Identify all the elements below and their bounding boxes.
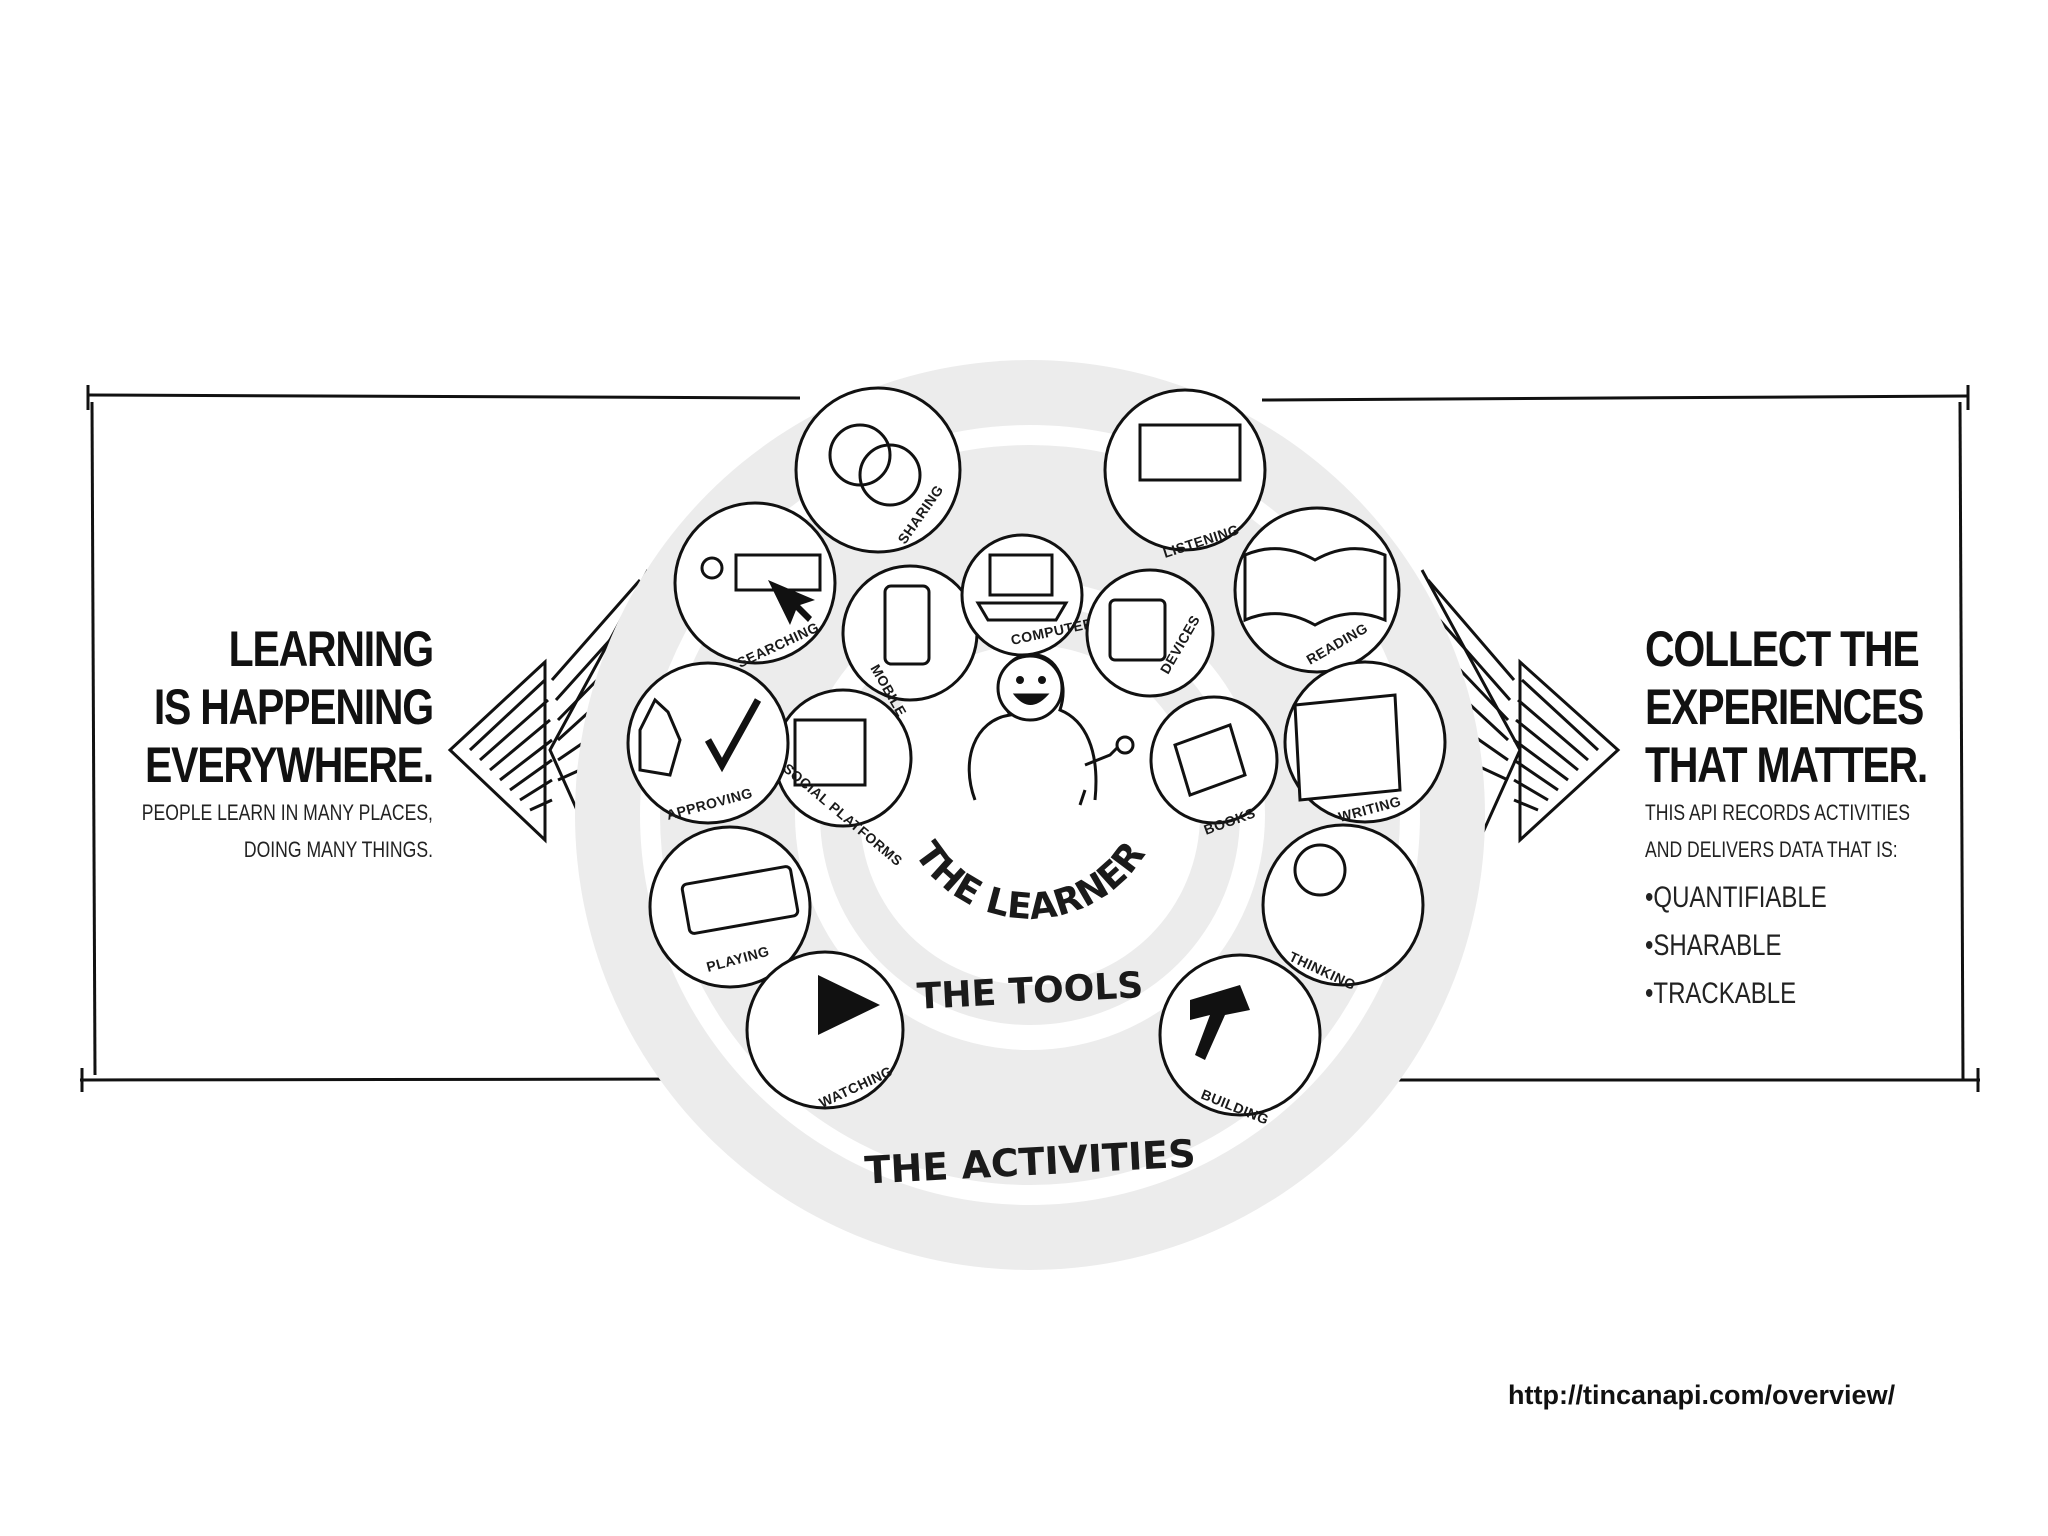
ereader-device-icon (1108, 598, 1167, 662)
lightbulb-icon (1293, 843, 1347, 897)
mobile-phone-icon (883, 584, 931, 666)
venn-diagram-icon (828, 423, 892, 487)
tool-books: BOOKS (1149, 695, 1279, 838)
activity-writing: WRITING (1283, 660, 1447, 825)
presentation-icon (1138, 423, 1242, 482)
left-headline-line2: IS HAPPENING (153, 679, 434, 735)
activity-approving: APPROVING (626, 661, 790, 825)
right-headline-line3: THAT MATTER. (1645, 737, 1928, 793)
activity-sharing: SHARING (794, 386, 962, 554)
left-caption: LEARNING IS HAPPENING EVERYWHERE. PEOPLE… (69, 620, 434, 868)
left-sub-line2: DOING MANY THINGS. (243, 837, 433, 862)
left-frame (79, 385, 801, 1092)
laptop-icon (975, 553, 1069, 622)
right-caption: COLLECT THE EXPERIENCES THAT MATTER. THI… (1645, 620, 1989, 1018)
checkmark-icon (704, 698, 762, 773)
hammer-icon (1190, 985, 1250, 1060)
source-url: http://tincanapi.com/overview/ (1508, 1380, 1896, 1410)
activity-searching: SEARCHING (673, 501, 837, 671)
left-headline-line1: LEARNING (228, 621, 434, 677)
game-controller-icon (680, 865, 800, 935)
activities-group: SHARING SEARCHING APPROVING PLAYING WATC… (626, 386, 1447, 1128)
right-sub-line2: AND DELIVERS DATA THAT IS: (1645, 837, 1898, 862)
paper-pen-icon (1293, 693, 1402, 802)
list-item: QUANTIFIABLE (1645, 874, 1920, 922)
activity-watching: WATCHING (745, 950, 905, 1111)
social-feed-icon (793, 718, 867, 787)
right-sub-line1: THIS API RECORDS ACTIVITIES (1645, 800, 1911, 825)
play-button-icon (818, 975, 880, 1035)
list-item: SHARABLE (1645, 922, 1920, 970)
right-headline-line2: EXPERIENCES (1645, 679, 1924, 735)
left-sub-line1: PEOPLE LEARN IN MANY PLACES, (141, 800, 433, 825)
left-headline-line3: EVERYWHERE. (145, 737, 434, 793)
thumbs-up-icon (638, 697, 682, 777)
activity-building: BUILDING (1158, 953, 1322, 1128)
books-stack-icon (1173, 723, 1247, 797)
data-qualities-list: QUANTIFIABLE SHARABLE TRACKABLE (1645, 874, 1989, 1018)
activity-playing: PLAYING (648, 825, 812, 989)
right-frame (1261, 385, 1980, 1092)
list-item: TRACKABLE (1645, 970, 1920, 1018)
tool-computers: COMPUTERS (960, 533, 1105, 657)
open-book-icon (1243, 547, 1387, 627)
tools-group: MOBILE COMPUTERS DEVICES SOCIAL PLATFORM… (773, 533, 1279, 869)
cursor-icon (768, 580, 815, 625)
activity-reading: READING (1233, 506, 1401, 674)
magnifier-icon (700, 556, 724, 580)
right-headline-line1: COLLECT THE (1645, 621, 1920, 677)
tool-devices: DEVICES (1085, 568, 1215, 698)
